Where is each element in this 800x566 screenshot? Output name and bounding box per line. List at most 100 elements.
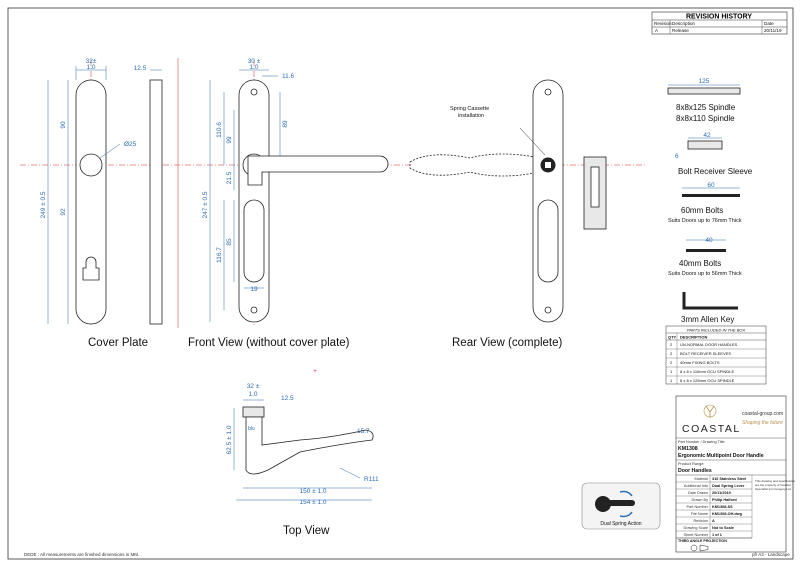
box-title: PARTS INCLUDED IN THE BOX — [687, 328, 746, 333]
projection-label: THIRD ANGLE PROJECTION — [678, 539, 727, 543]
tv-len1-dim: 150 ± 1.0 — [299, 488, 326, 495]
fv-total-dim: 247 ± 0.5 — [202, 191, 209, 218]
blu-mark: blu — [248, 426, 255, 432]
front-slot — [243, 199, 265, 283]
top-view: blu 32 ± 1.0 12.5 62.5 ± 1.0 15.7 R111 1… — [226, 383, 379, 506]
fv-a-dim: 110.6 — [216, 122, 223, 138]
tb-field-label: File Name — [691, 512, 708, 516]
cp-upper-dim: 90 — [60, 121, 67, 129]
center-mark: + — [313, 369, 317, 375]
cp-lower-dim: 92 — [60, 208, 67, 216]
revision-header-date: Date — [764, 21, 774, 26]
revision-row-date: 20/11/19 — [764, 28, 782, 33]
tb-field-value: 20/11/2019 — [712, 491, 731, 495]
part-heading: Part Number / Drawing Title — [678, 440, 725, 444]
cp-thick-dim: 12.5 — [134, 65, 147, 72]
spindle-part: 125 8x8x125 Spindle 8x8x110 Spindle — [667, 78, 741, 123]
revision-title: REVISION HISTORY — [686, 14, 752, 21]
range-heading: Product Range: — [678, 462, 704, 466]
sheet-border — [7, 7, 794, 560]
allen-label: 3mm Allen Key — [681, 315, 734, 324]
front-view: 30 ± 1.0 11.6 247 ± 0.5 110.6 99 89 21.5… — [202, 58, 389, 325]
tv-w1-dim: 32 ± — [247, 383, 260, 390]
cover-plate-keyhole — [82, 256, 100, 281]
box-row-qty: 1 — [670, 378, 673, 383]
cover-plate-hole — [79, 153, 103, 177]
revision-history-table: REVISION HISTORY Revision Description Da… — [651, 11, 788, 35]
rear-note-line2: installation — [458, 113, 484, 119]
tb-field-label: Drawing Scale — [684, 526, 708, 530]
part-no: KM1308 — [678, 446, 698, 452]
svg-text:Specialist Ironmongery Ltd.: Specialist Ironmongery Ltd. — [755, 487, 792, 491]
cp-total-dim: 249 ± 0.5 — [40, 191, 47, 218]
brand-website: coastal-group.com — [742, 411, 783, 417]
box-row-qty: 2 — [670, 351, 673, 356]
sleeve-dim2: 6 — [675, 153, 679, 160]
front-lever — [247, 155, 389, 186]
tb-field-label: Part Number — [686, 505, 708, 509]
cover-plate-side — [149, 79, 163, 325]
tb-field-value: 316 Stainless Steel — [712, 477, 746, 481]
bolt60-part: 60 60mm Bolts Suits Doors up to 76mm Thi… — [668, 182, 742, 224]
cover-plate-label: Cover Plate — [88, 337, 148, 349]
top-view-label: Top View — [283, 525, 330, 537]
box-row-qty: 2 — [670, 360, 673, 365]
spindle-label1: 8x8x125 Spindle — [676, 103, 736, 112]
box-header-qty: QTY — [668, 335, 677, 340]
disclaimer-line: This drawing and specification — [755, 479, 796, 483]
box-row-qty: 2 — [670, 342, 673, 347]
tb-field-label: Sheet Number — [684, 533, 709, 537]
tv-thick-dim: 12.5 — [281, 395, 294, 402]
fv-offset-dim: 11.6 — [282, 73, 295, 80]
parts-in-box-table: PARTS INCLUDED IN THE BOX QTY DESCRIPTIO… — [665, 325, 767, 385]
projection-symbol-icon — [690, 544, 698, 552]
tv-w2-dim: 1.0 — [248, 391, 257, 398]
title-block: COASTAL coastal-group.com Shaping the fu… — [675, 395, 796, 553]
sleeve-dim: 42 — [703, 132, 711, 139]
dual-spring-label: Dual Spring Action — [600, 521, 641, 527]
box-row-desc: 8 x 8 x 125mm OCU SPINDLE — [680, 378, 735, 383]
tb-field-value: Dual Spring Lever — [712, 484, 745, 488]
bolt60-sub: Suits Doors up to 76mm Thick — [668, 218, 742, 224]
cover-plate-outline — [75, 79, 107, 325]
tv-len2-dim: 154 ± 1.0 — [299, 499, 326, 506]
fv-e-dim: 116.7 — [216, 247, 223, 263]
revision-row-rev: A — [655, 28, 659, 33]
box-header-desc: DESCRIPTION — [680, 335, 707, 340]
tb-field-label: Drawn By — [692, 498, 709, 502]
revision-header-desc: Description — [672, 21, 695, 26]
cp-width-dim2: 1.0 — [86, 64, 95, 71]
box-row-qty: 1 — [670, 369, 673, 374]
dual-spring-badge: Dual Spring Action — [581, 482, 661, 530]
tb-field-value: A — [712, 519, 715, 523]
tb-field-value: KM1308-OH.dwg — [712, 512, 743, 516]
tb-field-label: Date Drawn — [688, 491, 708, 495]
svg-text:are the property of Coastal: are the property of Coastal — [755, 483, 791, 487]
cp-hole-dim: Ø25 — [124, 141, 137, 148]
fv-width-dim: 30 ± — [248, 58, 261, 65]
footer-note: DEDE : All measurements are finished dim… — [24, 552, 139, 557]
bolt40-label: 40mm Bolts — [679, 259, 721, 268]
footer-sheet-size: pfr A3 - Landscape — [752, 552, 790, 557]
box-row-desc: UN-NORMAL DOOR HANDLES — [680, 342, 738, 347]
cover-plate-view: 32± 1.0 12.5 90 92 249 ± 0.5 Ø25 — [40, 58, 163, 325]
tv-rad-large-dim: R111 — [364, 476, 379, 483]
brand-name: COASTAL — [682, 423, 741, 435]
tb-field-label: Material — [694, 477, 708, 481]
box-row-desc: 40mm FIXING BOLTS — [680, 360, 720, 365]
tb-field-value: Philip Halford — [712, 498, 737, 502]
brand-tagline: Shaping the future — [742, 420, 783, 426]
tv-height-dim: 62.5 ± 1.0 — [226, 425, 233, 454]
fv-width-dim2: 1.0 — [249, 64, 258, 71]
fv-d-dim: 21.5 — [226, 171, 233, 184]
bolt60-dim: 60 — [707, 182, 715, 189]
spindle-label2: 8x8x110 Spindle — [676, 114, 735, 123]
bolt40-dim: 40 — [705, 237, 713, 244]
tb-field-value: KM1308-SS — [712, 505, 733, 509]
fv-slot-dim: 19 — [250, 286, 258, 293]
box-row-desc: BOLT RECEIVER SLEEVES — [680, 351, 731, 356]
fv-f-dim: 85 — [226, 238, 233, 246]
sleeve-part: 42 6 Bolt Receiver Sleeve — [675, 132, 753, 176]
tv-rad-small-dim: 15.7 — [357, 428, 370, 435]
